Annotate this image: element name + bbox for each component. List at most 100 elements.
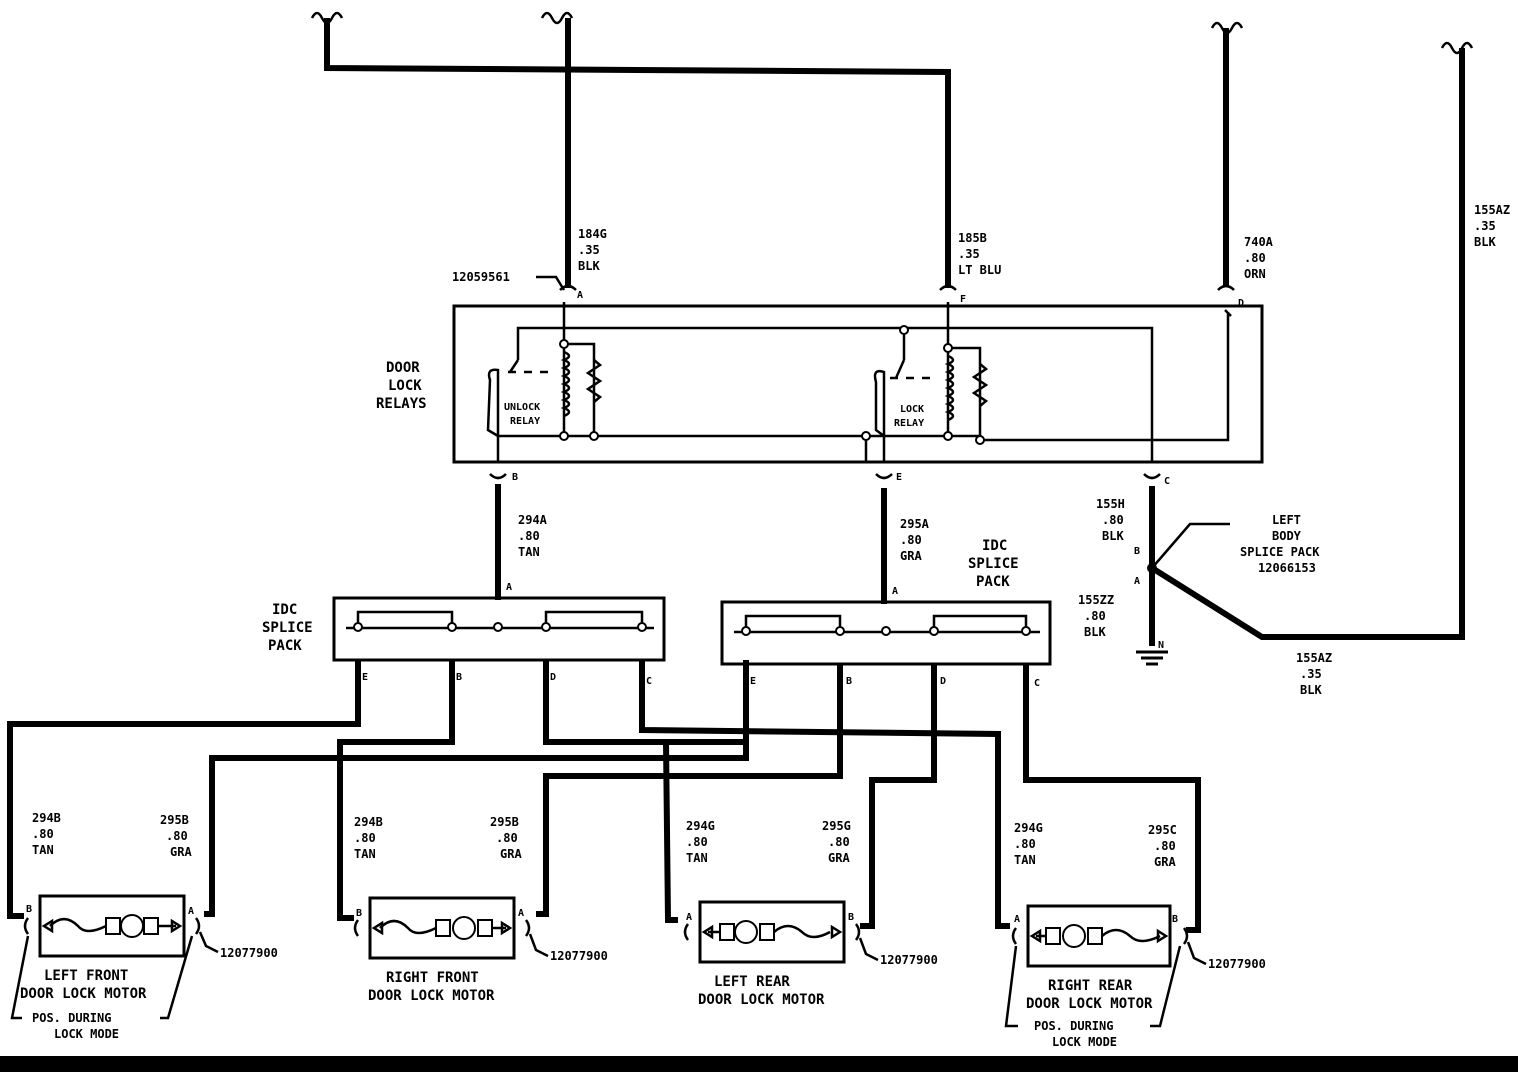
svg-text:LEFT REAR: LEFT REAR — [714, 974, 790, 990]
svg-text:C: C — [646, 676, 652, 687]
label-294b-lf: 294B .80 TAN — [32, 811, 61, 857]
svg-text:GRA: GRA — [828, 851, 850, 865]
svg-text:PACK: PACK — [976, 574, 1010, 590]
svg-text:.35: .35 — [578, 243, 600, 257]
svg-text:294B: 294B — [32, 811, 61, 825]
svg-text:DOOR LOCK MOTOR: DOOR LOCK MOTOR — [698, 992, 825, 1008]
svg-text:.80: .80 — [32, 827, 54, 841]
svg-text:295B: 295B — [490, 815, 519, 829]
label-184g: 184G .35 BLK — [578, 227, 607, 273]
svg-text:DOOR LOCK MOTOR: DOOR LOCK MOTOR — [20, 986, 147, 1002]
svg-text:LEFT FRONT: LEFT FRONT — [44, 968, 128, 984]
svg-text:B: B — [1134, 546, 1140, 557]
ground-splice: LEFT BODY SPLICE PACK 12066153 B A N — [1134, 513, 1320, 666]
svg-text:TAN: TAN — [354, 847, 376, 861]
motor-feed-wires — [7, 660, 1201, 933]
svg-text:E: E — [362, 672, 368, 683]
svg-text:SPLICE: SPLICE — [968, 556, 1019, 572]
svg-text:BODY: BODY — [1272, 529, 1302, 543]
svg-text:B: B — [848, 912, 854, 923]
label-295a: 295A .80 GRA — [900, 517, 930, 563]
svg-text:184G: 184G — [578, 227, 607, 241]
svg-text:B: B — [26, 904, 32, 915]
motor-right-front: B A 12077900 RIGHT FRONT DOOR LOCK MOTOR — [353, 896, 608, 1004]
label-295g-lr: 295G .80 GRA — [822, 819, 851, 865]
svg-text:DOOR: DOOR — [386, 360, 420, 376]
svg-text:12077900: 12077900 — [880, 953, 938, 967]
svg-text:.80: .80 — [1084, 609, 1106, 623]
svg-text:155ZZ: 155ZZ — [1078, 593, 1114, 607]
svg-text:B: B — [512, 472, 518, 483]
svg-text:C: C — [1034, 678, 1040, 689]
svg-text:LT BLU: LT BLU — [958, 263, 1001, 277]
label-155zz: 155ZZ .80 BLK — [1078, 593, 1114, 639]
relay-block-title: DOOR LOCK RELAYS — [376, 360, 427, 412]
label-295b-rf: 295B .80 GRA — [490, 815, 522, 861]
svg-text:LOCK: LOCK — [900, 404, 924, 415]
svg-text:295G: 295G — [822, 819, 851, 833]
motor-left-rear: A B 12077900 LEFT REAR DOOR LOCK MOTOR — [683, 900, 938, 1008]
svg-text:SPLICE: SPLICE — [262, 620, 313, 636]
svg-text:B: B — [456, 672, 462, 683]
svg-text:B: B — [356, 908, 362, 919]
svg-text:294G: 294G — [1014, 821, 1043, 835]
svg-text:294G: 294G — [686, 819, 715, 833]
svg-text:295A: 295A — [900, 517, 930, 531]
svg-text:BLK: BLK — [1474, 235, 1496, 249]
svg-text:.80: .80 — [1014, 837, 1036, 851]
label-294g-rr: 294G .80 TAN — [1014, 821, 1043, 867]
svg-text:POS. DURING: POS. DURING — [1034, 1019, 1113, 1033]
svg-text:N: N — [1158, 640, 1164, 651]
svg-text:12077900: 12077900 — [1208, 957, 1266, 971]
idc-splice-pack-left: A E B D C IDC SPLICE PACK — [262, 582, 666, 687]
svg-text:E: E — [750, 676, 756, 687]
svg-text:IDC: IDC — [982, 538, 1007, 554]
svg-text:RELAYS: RELAYS — [376, 396, 427, 412]
bottom-border — [0, 1056, 1518, 1072]
svg-text:E: E — [896, 472, 902, 483]
label-185b: 185B .35 LT BLU — [958, 231, 1001, 277]
svg-text:GRA: GRA — [170, 845, 192, 859]
svg-text:A: A — [1134, 576, 1140, 587]
svg-text:155AZ: 155AZ — [1296, 651, 1332, 665]
svg-text:740A: 740A — [1244, 235, 1274, 249]
svg-text:A: A — [1014, 914, 1020, 925]
svg-text:TAN: TAN — [518, 545, 540, 559]
label-155az-top: 155AZ .35 BLK — [1474, 203, 1510, 249]
svg-text:B: B — [1172, 914, 1178, 925]
svg-text:C: C — [1164, 476, 1170, 487]
svg-text:A: A — [518, 908, 524, 919]
svg-text:TAN: TAN — [686, 851, 708, 865]
svg-text:12066153: 12066153 — [1258, 561, 1316, 575]
connector-leader — [536, 275, 566, 291]
svg-text:185B: 185B — [958, 231, 987, 245]
svg-text:TAN: TAN — [32, 843, 54, 857]
svg-text:.35: .35 — [1474, 219, 1496, 233]
svg-text:.80: .80 — [166, 829, 188, 843]
svg-text:F: F — [960, 294, 966, 305]
svg-text:.80: .80 — [354, 831, 376, 845]
label-295b-lf: 295B .80 GRA — [160, 813, 192, 859]
svg-text:.80: .80 — [496, 831, 518, 845]
svg-text:.80: .80 — [900, 533, 922, 547]
svg-text:A: A — [577, 290, 583, 301]
svg-text:.80: .80 — [518, 529, 540, 543]
motor-right-rear: A B 12077900 RIGHT REAR DOOR LOCK MOTOR … — [1004, 904, 1266, 1049]
svg-text:BLK: BLK — [1102, 529, 1124, 543]
svg-text:A: A — [506, 582, 512, 593]
svg-text:POS. DURING: POS. DURING — [32, 1011, 111, 1025]
svg-text:155H: 155H — [1096, 497, 1125, 511]
label-155h: 155H .80 BLK — [1096, 497, 1125, 543]
svg-text:LOCK: LOCK — [388, 378, 422, 394]
svg-text:295C: 295C — [1148, 823, 1177, 837]
svg-text:BLK: BLK — [1084, 625, 1106, 639]
svg-text:GRA: GRA — [1154, 855, 1176, 869]
svg-text:LEFT: LEFT — [1272, 513, 1301, 527]
svg-text:.80: .80 — [686, 835, 708, 849]
svg-text:LOCK MODE: LOCK MODE — [1052, 1035, 1117, 1049]
svg-text:IDC: IDC — [272, 602, 297, 618]
svg-text:B: B — [846, 676, 852, 687]
relay-output-wires — [495, 484, 1155, 646]
svg-text:ORN: ORN — [1244, 267, 1266, 281]
